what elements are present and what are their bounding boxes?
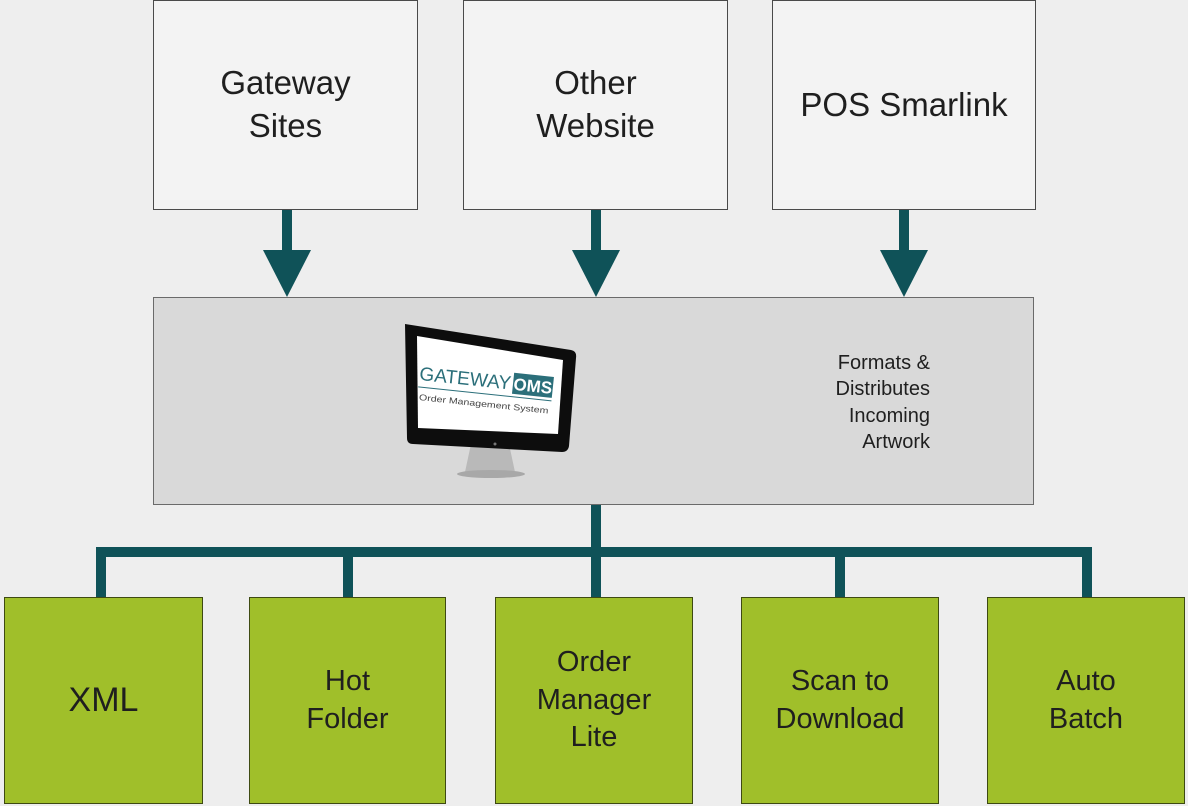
arrow-gateway-sites bbox=[263, 210, 311, 297]
source-box-other-website: Other Website bbox=[463, 0, 728, 210]
target-box-scan-to-download: Scan to Download bbox=[741, 597, 939, 804]
logo-oms-text: OMS bbox=[513, 375, 554, 398]
arrow-pos-smarlink bbox=[880, 210, 928, 297]
logo-oms-badge bbox=[511, 372, 554, 398]
target-box-auto-batch: Auto Batch bbox=[987, 597, 1185, 804]
oms-hub-box: GATEWAY OMS Order Management System Form… bbox=[153, 297, 1034, 505]
source-box-gateway-sites: Gateway Sites bbox=[153, 0, 418, 210]
distribution-tree bbox=[96, 505, 1092, 597]
monitor-screen bbox=[417, 336, 563, 434]
monitor-icon: GATEWAY OMS Order Management System bbox=[405, 324, 577, 478]
source-box-pos-smarlink: POS Smarlink bbox=[772, 0, 1036, 210]
arrow-other-website bbox=[572, 210, 620, 297]
monitor-stand bbox=[465, 444, 515, 472]
oms-caption: Formats & Distributes Incoming Artwork bbox=[835, 352, 930, 454]
target-box-hot-folder: Hot Folder bbox=[249, 597, 446, 804]
target-box-xml: XML bbox=[4, 597, 203, 804]
target-box-order-manager-lite: Order Manager Lite bbox=[495, 597, 693, 804]
